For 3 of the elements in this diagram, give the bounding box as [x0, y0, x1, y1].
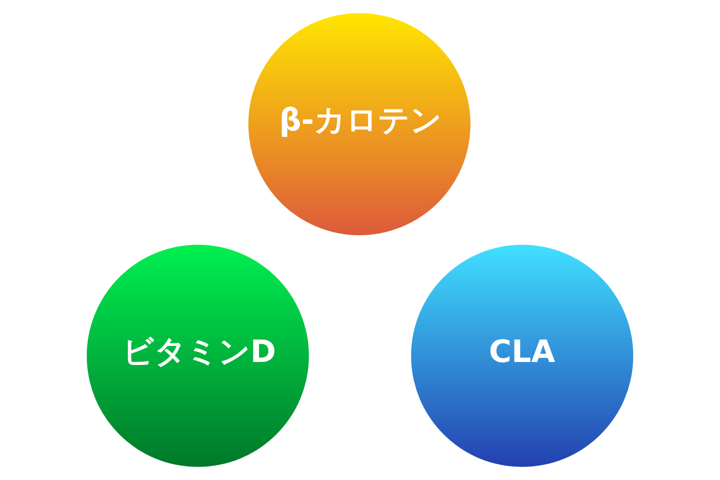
node-circle: ビタミンD: [86, 244, 309, 467]
node-circle: β-カロテン: [248, 13, 470, 236]
node-circle: CLA: [411, 244, 634, 467]
